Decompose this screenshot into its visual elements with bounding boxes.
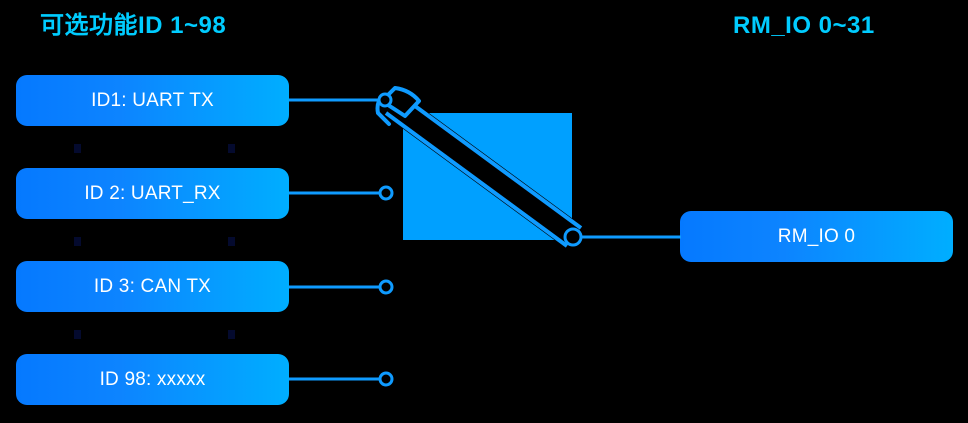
terminal-rmio[interactable]: [563, 227, 583, 247]
ellipsis-marker: [228, 330, 235, 339]
function-pill-id1[interactable]: ID1: UART TX: [16, 75, 289, 126]
function-pill-id3[interactable]: ID 3: CAN TX: [16, 261, 289, 312]
ellipsis-marker: [74, 237, 81, 246]
function-pill-label: ID 98: xxxxx: [99, 368, 206, 390]
function-pill-id2[interactable]: ID 2: UART_RX: [16, 168, 289, 219]
function-pill-id98[interactable]: ID 98: xxxxx: [16, 354, 289, 405]
switch-body-block: [403, 113, 572, 240]
block-notch: [398, 175, 403, 211]
plug-bar[interactable]: [384, 92, 583, 249]
terminal-id3[interactable]: [378, 279, 394, 295]
terminal-id2[interactable]: [378, 185, 394, 201]
ellipsis-marker: [228, 237, 235, 246]
rmio-pill-0[interactable]: RM_IO 0: [680, 211, 953, 262]
ellipsis-marker: [228, 144, 235, 153]
ellipsis-marker: [74, 144, 81, 153]
function-pill-label: ID 3: CAN TX: [93, 275, 212, 297]
function-pill-label: ID1: UART TX: [91, 89, 214, 111]
ellipsis-marker: [74, 330, 81, 339]
rmio-pill-label: RM_IO 0: [777, 225, 856, 247]
right-column-title: RM_IO 0~31: [733, 12, 875, 39]
terminal-id98[interactable]: [378, 371, 394, 387]
terminal-id1[interactable]: [377, 92, 393, 108]
plug-handle: [375, 86, 421, 126]
left-column-title: 可选功能ID 1~98: [40, 12, 227, 39]
function-pill-label: ID 2: UART_RX: [84, 182, 221, 204]
